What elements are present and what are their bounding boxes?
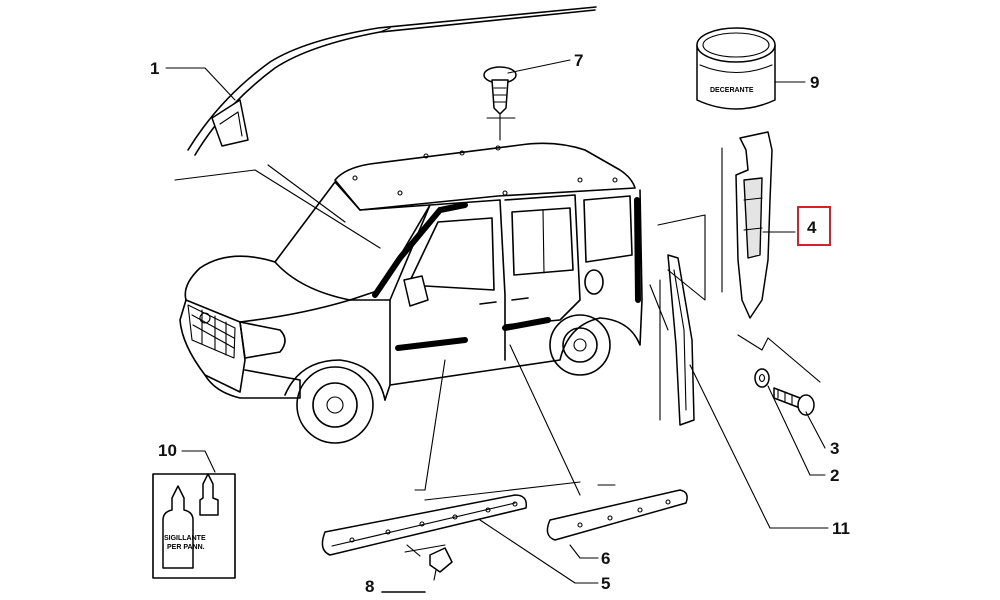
fuel-cap (584, 269, 604, 295)
part-2-washer (754, 368, 770, 388)
part-9-degreaser-jar: DECERANTE (696, 27, 776, 110)
van-front (179, 299, 246, 393)
rear-wheel (549, 314, 611, 376)
rear-pillar-strip (634, 197, 641, 303)
van-front-bumper (204, 369, 301, 399)
part-11-pillar-strip (667, 254, 695, 426)
van-grille (187, 304, 236, 359)
callout-11[interactable]: 11 (832, 519, 850, 538)
callout-3[interactable]: 3 (830, 439, 839, 458)
part-5-door-molding (321, 494, 528, 556)
van-illustration (179, 142, 643, 444)
callout-4-highlight (797, 206, 831, 246)
windshield-pillar-strip (372, 202, 468, 298)
callout-numbers: 1 2 3 4 5 6 7 8 9 10 11 (150, 51, 850, 596)
sliding-door-window (511, 207, 574, 276)
callout-9[interactable]: 9 (810, 73, 819, 92)
callout-6[interactable]: 6 (601, 549, 610, 568)
part-6-sliding-molding (546, 489, 688, 541)
part-7-push-clip (483, 66, 517, 115)
part-3-screw (773, 387, 815, 416)
part-10-sealant-kit: SIGILLANTE PER PANN. (152, 473, 236, 579)
front-door-window (407, 217, 495, 291)
part-1-windscreen-molding (187, 6, 597, 156)
van-side-body (349, 189, 643, 401)
van-hood (184, 255, 351, 323)
sliding-door-trim-strip (502, 317, 551, 331)
callout-7[interactable]: 7 (574, 51, 583, 70)
bottle-label-2: PER PANN. (167, 544, 205, 551)
front-door-trim-strip (395, 337, 468, 351)
front-door-handle (479, 301, 497, 305)
rear-quarter-window (583, 195, 633, 263)
callout-10[interactable]: 10 (158, 441, 177, 460)
sliding-door (504, 194, 581, 326)
callout-2[interactable]: 2 (830, 466, 839, 485)
callout-1[interactable]: 1 (150, 59, 159, 78)
roof-rivets (352, 145, 618, 196)
bottle-label-1: SIGILLANTE (164, 535, 206, 542)
side-mirror (403, 275, 429, 307)
callout-5[interactable]: 5 (601, 574, 610, 593)
part-4-pillar-trim (735, 131, 773, 319)
callout-4[interactable]: 4 (807, 218, 817, 237)
leader-lines (165, 59, 829, 593)
callout-8[interactable]: 8 (365, 577, 374, 596)
sliding-door-handle (511, 297, 529, 301)
van-headlight (239, 321, 286, 359)
front-wheel (284, 359, 386, 444)
van-roof (334, 142, 636, 211)
part-8-clip (429, 547, 453, 581)
jar-label: DECERANTE (710, 87, 754, 94)
